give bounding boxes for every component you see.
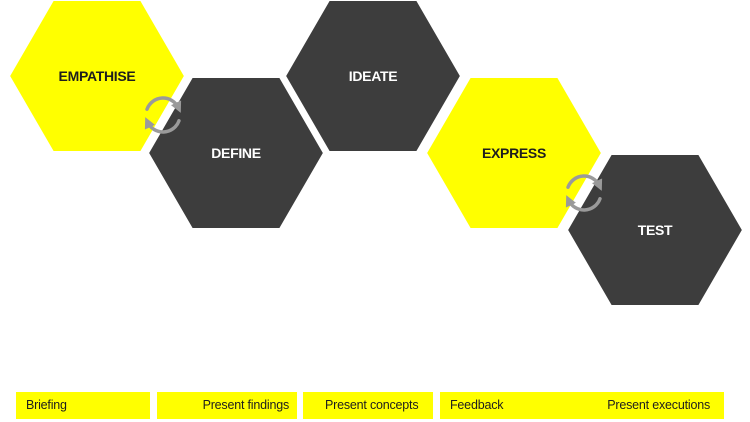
stage-label-feedback: Feedback bbox=[450, 398, 504, 412]
hexagon-express bbox=[424, 76, 604, 230]
cycle-arrows-icon bbox=[144, 96, 182, 134]
stage-bar-present-concepts: Present concepts bbox=[303, 392, 433, 419]
hexagon-define bbox=[146, 76, 326, 230]
stage-label-briefing: Briefing bbox=[26, 398, 67, 412]
hexagon-test bbox=[565, 153, 745, 307]
cycle-arrow-arc bbox=[144, 117, 181, 134]
phase-label-express: EXPRESS bbox=[482, 145, 546, 161]
stage-bar-briefing: Briefing bbox=[16, 392, 150, 419]
stage-bar-present-findings: Present findings bbox=[157, 392, 297, 419]
cycle-arrows-icon bbox=[565, 174, 603, 212]
phase-label-test: TEST bbox=[638, 222, 673, 238]
stage-label-present-findings: Present findings bbox=[202, 398, 290, 412]
hexagon-ideate bbox=[283, 0, 463, 153]
stage-label-present-executions: Present executions bbox=[607, 398, 710, 412]
stage-bar-feedback-executions: Feedback Present executions bbox=[440, 392, 724, 419]
phase-label-ideate: IDEATE bbox=[349, 68, 398, 84]
phase-label-empathise: EMPATHISE bbox=[59, 68, 136, 84]
hexagon-empathise bbox=[7, 0, 187, 153]
cycle-arrow-arc bbox=[565, 195, 602, 212]
cycle-arrow-arc bbox=[145, 96, 182, 113]
phase-label-define: DEFINE bbox=[211, 145, 261, 161]
cycle-arrow-arc bbox=[566, 174, 603, 191]
stage-label-present-concepts: Present concepts bbox=[325, 398, 419, 412]
